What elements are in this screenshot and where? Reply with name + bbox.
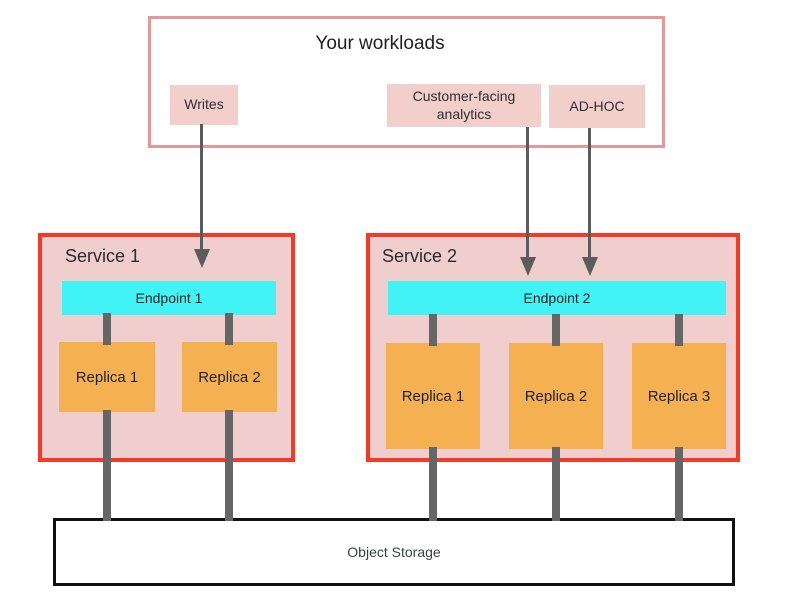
arrow-analytics-endpoint2-head [520,257,536,276]
workloads-title: Your workloads [315,33,445,54]
service-2-replica-2: Replica 2 [509,343,603,449]
service-1-box: Service 1 Endpoint 1 Replica 1 Replica 2 [38,233,295,462]
object-storage-box: Object Storage [53,518,735,586]
service-1-endpoint: Endpoint 1 [62,281,276,315]
workload-ad-hoc: AD-HOC [549,85,645,128]
connector-s2-replica1-storage [429,447,437,521]
connector-s1-endpoint-replica2 [225,313,233,345]
service-1-replica-2: Replica 2 [182,342,277,412]
workload-writes: Writes [170,85,238,125]
arrow-adhoc-endpoint2-line [588,128,591,259]
connector-s1-endpoint-replica1 [103,313,111,345]
service-2-replica-1: Replica 1 [386,343,480,449]
connector-s2-replica2-storage [552,447,560,521]
connector-s2-endpoint-replica3 [675,314,683,346]
object-storage-label: Object Storage [347,544,441,560]
connector-s2-endpoint-replica1 [429,314,437,346]
arrow-writes-endpoint1-head [194,249,210,268]
service-2-endpoint: Endpoint 2 [388,281,726,315]
connector-s1-replica2-storage [225,410,233,521]
arrow-adhoc-endpoint2-head [582,257,598,276]
arrow-writes-endpoint1-line [200,124,203,252]
connector-s2-replica3-storage [675,447,683,521]
service-2-title: Service 2 [382,246,458,266]
connector-s1-replica1-storage [103,410,111,521]
service-2-replica-3: Replica 3 [632,343,726,449]
service-1-replica-1: Replica 1 [59,342,155,412]
connector-s2-endpoint-replica2 [552,314,560,346]
service-2-box: Service 2 Endpoint 2 Replica 1 Replica 2… [366,233,740,462]
arrow-analytics-endpoint2-line [526,127,529,259]
service-1-title: Service 1 [65,246,141,266]
workload-customer-facing-analytics: Customer-facing analytics [387,84,541,127]
